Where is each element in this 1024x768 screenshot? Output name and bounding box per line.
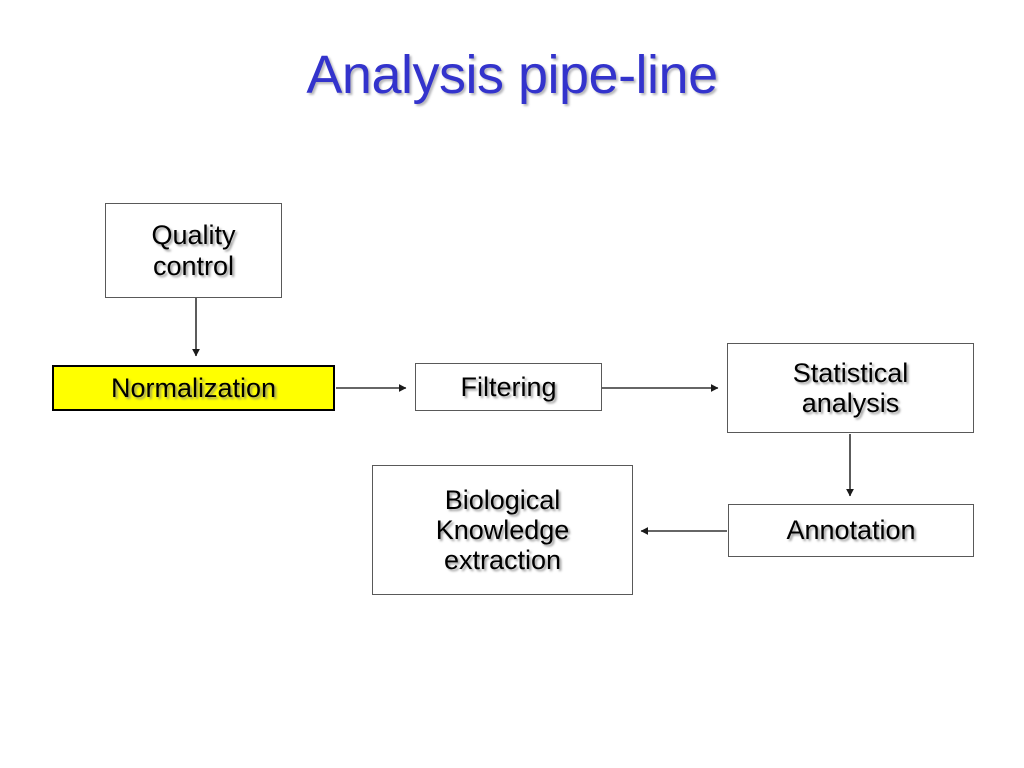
- node-quality-control[interactable]: Quality control: [105, 203, 282, 298]
- page-title: Analysis pipe-line: [306, 45, 718, 105]
- node-biological-knowledge-extraction[interactable]: Biological Knowledge extraction: [372, 465, 633, 595]
- node-filtering[interactable]: Filtering: [415, 363, 602, 411]
- node-statistical-analysis-label: Statistical analysis: [792, 357, 909, 418]
- node-quality-control-label: Quality control: [151, 220, 236, 281]
- node-biological-knowledge-extraction-label: Biological Knowledge extraction: [435, 484, 570, 576]
- node-annotation-label: Annotation: [786, 515, 916, 546]
- node-normalization-label: Normalization: [110, 372, 277, 403]
- node-statistical-analysis[interactable]: Statistical analysis: [727, 343, 974, 433]
- node-annotation[interactable]: Annotation: [728, 504, 974, 557]
- node-filtering-label: Filtering: [460, 371, 557, 402]
- node-normalization[interactable]: Normalization: [52, 365, 335, 411]
